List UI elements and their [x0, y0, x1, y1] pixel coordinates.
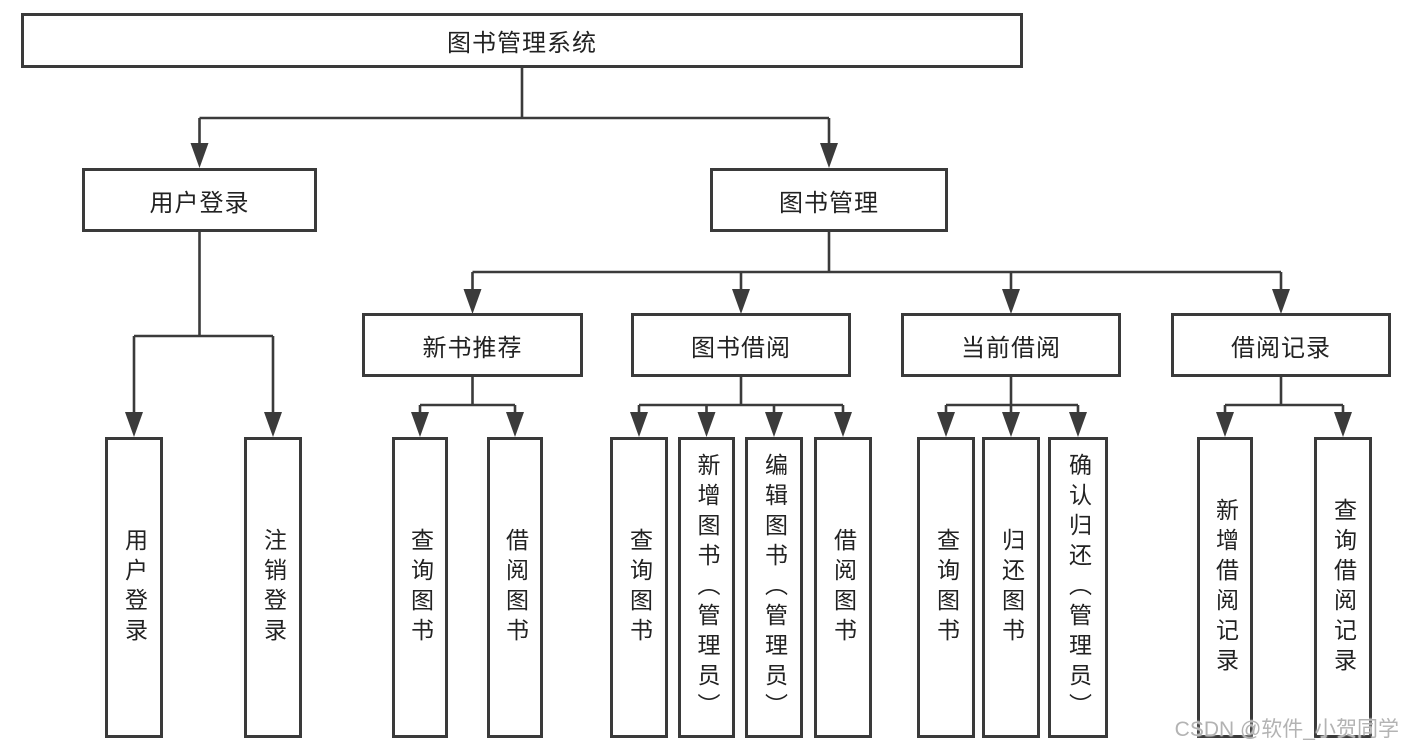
node-user-login: 用户登录 — [82, 168, 317, 232]
node-label: 用户登录 — [121, 527, 148, 648]
leaf-add-borrow-record: 新增借阅记录 — [1197, 437, 1253, 738]
leaf-edit-book-admin: 编辑图书（管理员） — [745, 437, 803, 738]
leaf-add-book-admin: 新增图书（管理员） — [678, 437, 735, 738]
node-label: 当前借阅 — [961, 334, 1061, 362]
node-label: 查询图书 — [626, 527, 653, 648]
node-label: 图书借阅 — [691, 334, 791, 362]
node-label: 确认归还（管理员） — [1065, 452, 1092, 723]
leaf-borrow-books-borrow: 借阅图书 — [814, 437, 872, 738]
arrowhead — [820, 143, 838, 168]
connector-borrowrecords-to-leaves — [1223, 377, 1345, 415]
node-book-borrow: 图书借阅 — [631, 313, 851, 377]
node-new-book-recommend: 新书推荐 — [362, 313, 583, 377]
node-label: 归还图书 — [998, 527, 1025, 648]
node-library-system: 图书管理系统 — [21, 13, 1023, 68]
leaf-confirm-return-admin: 确认归还（管理员） — [1048, 437, 1108, 738]
arrowhead — [1069, 412, 1087, 437]
arrowhead — [411, 412, 429, 437]
arrowhead — [765, 412, 783, 437]
leaf-user-login: 用户登录 — [105, 437, 163, 738]
connector-bookborrow-to-leaves — [637, 377, 845, 415]
node-label: 注销登录 — [260, 527, 287, 648]
connector-root-to-level2 — [198, 68, 831, 146]
node-book-management: 图书管理 — [710, 168, 948, 232]
leaf-query-books-current: 查询图书 — [917, 437, 975, 738]
arrowhead — [630, 412, 648, 437]
arrowheads — [125, 143, 1352, 437]
arrowhead — [937, 412, 955, 437]
node-label: 新增图书（管理员） — [694, 452, 720, 723]
connector-newbook-to-leaves — [418, 377, 517, 415]
node-label: 查询图书 — [407, 527, 434, 648]
node-current-borrow: 当前借阅 — [901, 313, 1121, 377]
arrowhead — [697, 412, 716, 437]
leaf-query-borrow-record: 查询借阅记录 — [1314, 437, 1372, 738]
leaf-borrow-books-recommend: 借阅图书 — [487, 437, 543, 738]
node-label: 借阅图书 — [830, 527, 857, 648]
node-label: 查询图书 — [933, 527, 960, 648]
node-label: 图书管理系统 — [447, 30, 597, 57]
csdn-watermark: CSDN @软件_小贺同学 — [1174, 718, 1399, 741]
connector-currentborrow-to-leaves — [944, 377, 1080, 415]
connector-bookmgmt-to-level3 — [471, 232, 1283, 292]
arrowhead — [1002, 289, 1020, 314]
leaf-return-book: 归还图书 — [982, 437, 1040, 738]
leaf-logout: 注销登录 — [244, 437, 302, 738]
leaf-query-books-borrow: 查询图书 — [610, 437, 668, 738]
arrowhead — [834, 412, 852, 437]
arrowhead — [1272, 289, 1290, 314]
node-label: 新书推荐 — [422, 334, 523, 362]
arrowhead — [190, 143, 209, 168]
connector-userlogin-to-leaves — [132, 232, 275, 415]
arrowhead — [463, 289, 482, 314]
arrowhead — [1334, 412, 1352, 437]
arrowhead — [264, 412, 282, 437]
arrowhead — [506, 412, 524, 437]
node-label: 图书管理 — [779, 189, 879, 217]
node-label: 用户登录 — [149, 189, 250, 217]
node-borrow-records: 借阅记录 — [1171, 313, 1391, 377]
arrowhead — [1216, 412, 1234, 437]
node-label: 借阅记录 — [1231, 334, 1331, 362]
leaf-query-books-recommend: 查询图书 — [392, 437, 448, 738]
node-label: 查询借阅记录 — [1330, 497, 1357, 678]
node-label: 新增借阅记录 — [1212, 497, 1239, 678]
node-label: 借阅图书 — [502, 527, 529, 648]
arrowhead — [732, 289, 750, 314]
arrowhead — [125, 412, 143, 437]
arrowhead — [1002, 412, 1020, 437]
node-label: 编辑图书（管理员） — [761, 452, 788, 723]
